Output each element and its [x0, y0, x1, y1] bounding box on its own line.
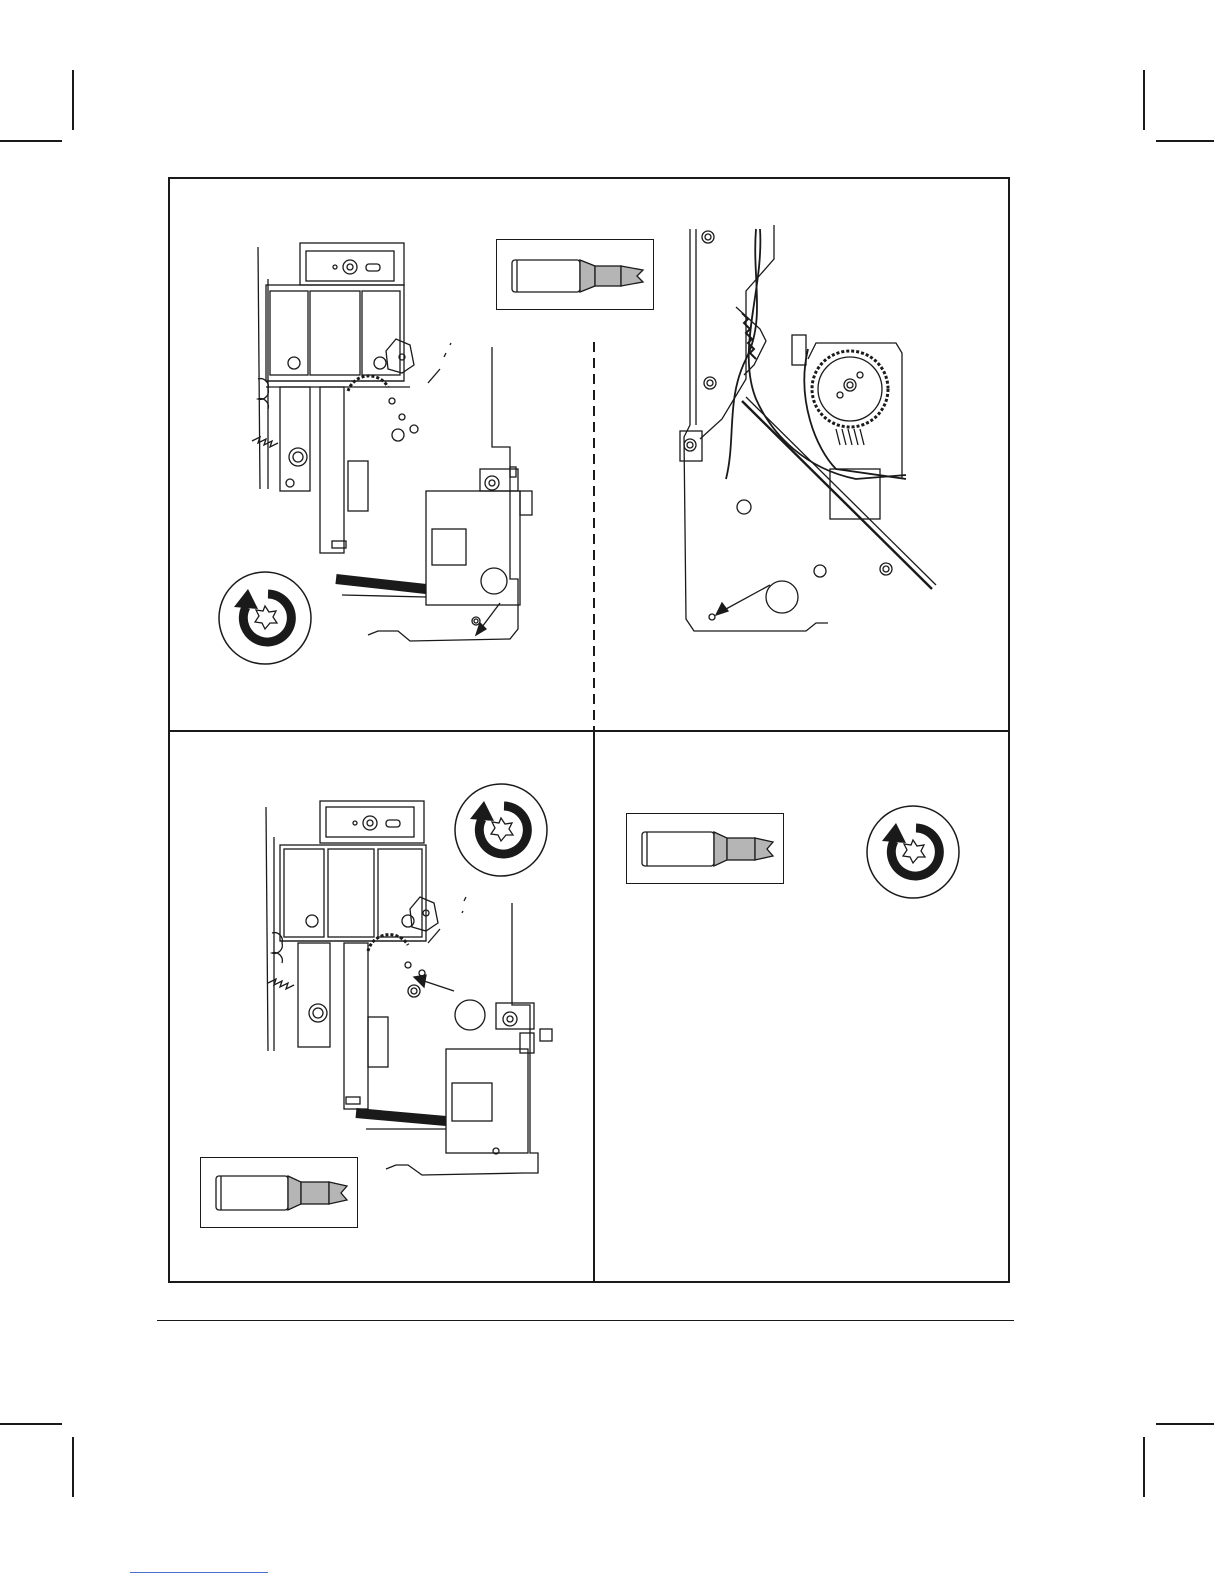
panel-top-right: [596, 179, 1010, 731]
footer-rule: [157, 1320, 1014, 1321]
callout-arrow-icon: [706, 579, 776, 629]
crop-mark-top-left-horizontal: [0, 140, 62, 142]
torx-bit-box: [200, 1157, 358, 1228]
counterclockwise-rotation-icon: [216, 569, 314, 667]
panel-bottom-right: [596, 733, 1010, 1283]
counterclockwise-rotation-icon: [452, 781, 550, 879]
crop-mark-top-right-horizontal: [1156, 140, 1214, 142]
panel-bottom-left: [170, 733, 594, 1283]
crop-mark-bottom-left-horizontal: [0, 1423, 62, 1425]
counterclockwise-rotation-icon: [864, 803, 962, 901]
footer-link-underline[interactable]: [130, 1572, 268, 1573]
crop-mark-bottom-right-horizontal: [1156, 1423, 1214, 1425]
figure-frame: [168, 177, 1010, 1283]
crop-mark-bottom-left-vertical: [72, 1437, 74, 1497]
crop-mark-bottom-right-vertical: [1143, 1437, 1145, 1497]
callout-arrow-icon: [470, 599, 510, 639]
torx-bit-box: [626, 813, 784, 884]
crop-mark-top-right-vertical: [1143, 70, 1145, 130]
side-frame-illustration: [596, 179, 1010, 731]
crop-mark-top-left-vertical: [72, 70, 74, 130]
torx-bit-icon: [627, 814, 785, 885]
torx-bit-icon: [201, 1158, 359, 1229]
callout-arrow-icon: [410, 969, 460, 999]
panel-top-left: [170, 179, 594, 731]
